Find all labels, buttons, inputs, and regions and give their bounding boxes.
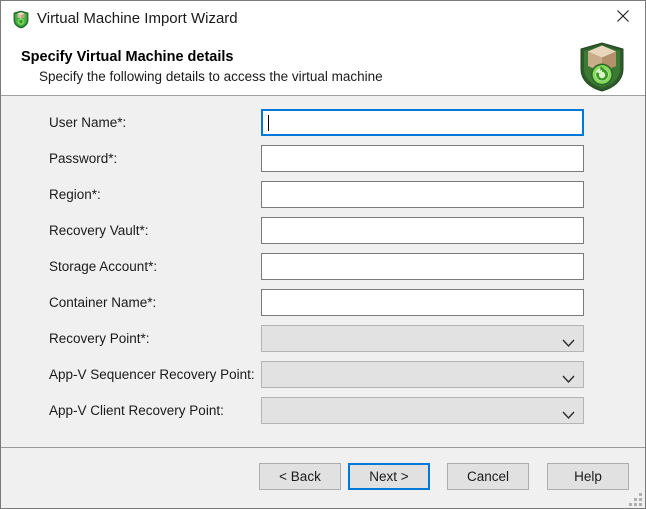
chevron-down-icon <box>562 334 575 347</box>
label-password: Password*: <box>49 151 118 166</box>
form-row-user-name: User Name*: <box>1 109 645 139</box>
appv-client-recovery-point-dropdown[interactable] <box>261 397 584 424</box>
page-subtitle: Specify the following details to access … <box>39 69 383 84</box>
text-caret <box>268 115 269 131</box>
region-input[interactable] <box>261 181 584 208</box>
chevron-down-icon <box>562 406 575 419</box>
label-recovery-point: Recovery Point*: <box>49 331 150 346</box>
container-name-input[interactable] <box>261 289 584 316</box>
label-container-name: Container Name*: <box>49 295 157 310</box>
label-appv-sequencer-recovery-point: App-V Sequencer Recovery Point: <box>49 367 255 382</box>
storage-account-input[interactable] <box>261 253 584 280</box>
label-recovery-vault: Recovery Vault*: <box>49 223 149 238</box>
form-row-password: Password*: <box>1 145 645 175</box>
window-title: Virtual Machine Import Wizard <box>37 10 238 27</box>
dialog-footer: < Back Next > Cancel Help <box>1 447 645 508</box>
cancel-button[interactable]: Cancel <box>447 463 529 490</box>
wizard-header: Specify Virtual Machine details Specify … <box>1 37 645 96</box>
recovery-vault-input[interactable] <box>261 217 584 244</box>
chevron-down-icon <box>562 370 575 383</box>
form-row-container-name: Container Name*: <box>1 289 645 319</box>
back-button[interactable]: < Back <box>259 463 341 490</box>
password-input[interactable] <box>261 145 584 172</box>
label-region: Region*: <box>49 187 101 202</box>
form-row-recovery-point: Recovery Point*: <box>1 325 645 355</box>
close-icon[interactable] <box>600 1 645 31</box>
page-title: Specify Virtual Machine details <box>21 49 234 65</box>
vm-import-banner-icon <box>573 39 631 93</box>
label-appv-client-recovery-point: App-V Client Recovery Point: <box>49 403 224 418</box>
form-row-appv-sequencer-recovery-point: App-V Sequencer Recovery Point: <box>1 361 645 391</box>
vm-import-shield-icon <box>11 9 31 29</box>
form-row-recovery-vault: Recovery Vault*: <box>1 217 645 247</box>
next-button[interactable]: Next > <box>348 463 430 490</box>
appv-sequencer-recovery-point-dropdown[interactable] <box>261 361 584 388</box>
title-bar: Virtual Machine Import Wizard <box>1 1 645 37</box>
user-name-input[interactable] <box>261 109 584 136</box>
form-row-region: Region*: <box>1 181 645 211</box>
form-row-appv-client-recovery-point: App-V Client Recovery Point: <box>1 397 645 427</box>
form-row-storage-account: Storage Account*: <box>1 253 645 283</box>
label-storage-account: Storage Account*: <box>49 259 158 274</box>
resize-grip[interactable] <box>629 493 642 506</box>
form-area: User Name*: Password*: Region*: Recovery… <box>1 96 645 447</box>
help-button[interactable]: Help <box>547 463 629 490</box>
recovery-point-dropdown[interactable] <box>261 325 584 352</box>
label-user-name: User Name*: <box>49 115 127 130</box>
